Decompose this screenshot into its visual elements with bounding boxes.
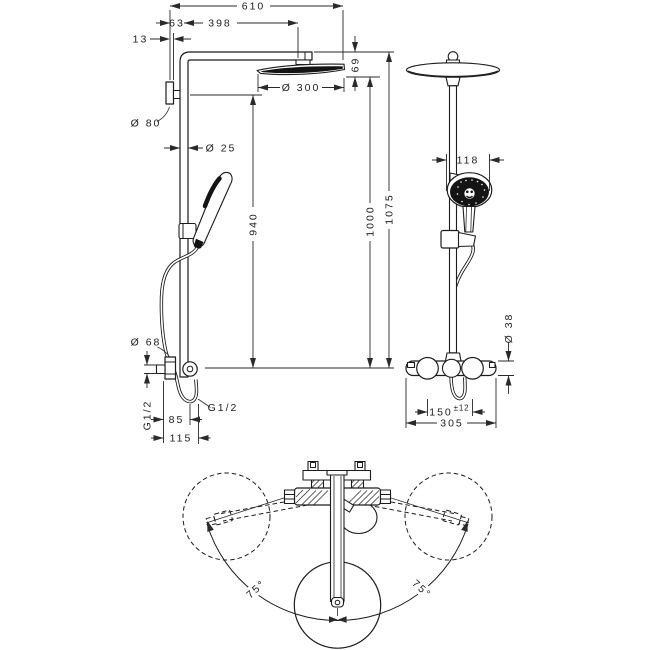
dim-angle-left: 75° [241, 574, 271, 604]
front-view: 118 Ø 38 150 ±12 305 [405, 51, 515, 430]
top-view: 75° 75° [182, 460, 493, 649]
dim-80-label: Ø 80 [131, 118, 162, 130]
dim-305-label: 305 [440, 418, 464, 430]
dim-63-label: 63 [169, 18, 185, 30]
dim-25-label: Ø 25 [206, 143, 237, 155]
arm-end-joint-top [330, 596, 345, 608]
thermostat-front [405, 352, 497, 380]
dim-38-label: Ø 38 [503, 313, 515, 344]
dim-25: Ø 25 [164, 143, 237, 155]
hand-shower-front [446, 172, 493, 233]
dim-g12-outlet-label: G1/2 [208, 402, 239, 414]
swivel-circle-right [404, 472, 493, 561]
riser-pipe-and-arm [179, 51, 313, 378]
dim-150-label: 150 [429, 407, 453, 419]
dim-1075: 1075 [205, 52, 396, 369]
wall-mount-top [283, 460, 392, 608]
dim-68: Ø 68 [131, 337, 170, 358]
shower-arm-top [329, 474, 345, 603]
dim-398-label: 398 [208, 18, 232, 30]
slider-holder-front [440, 229, 477, 249]
dim-38: Ø 38 [498, 313, 515, 394]
dim-80: Ø 80 [131, 106, 170, 130]
dim-940-label: 940 [248, 212, 260, 236]
dim-68-label: Ø 68 [131, 337, 162, 349]
hand-shower-holder [178, 222, 197, 240]
dim-85: 85 [151, 381, 202, 443]
dim-610: 610 [169, 0, 345, 92]
wall-bracket [165, 81, 182, 105]
swivel-circle-left [182, 472, 271, 561]
dim-150: 150 ±12 [415, 399, 485, 419]
side-view: 610 63 398 13 Ø 300 Ø 80 [131, 0, 396, 445]
hand-shower-handle [462, 205, 476, 233]
dim-1000: 1000 [364, 77, 377, 368]
ball-joint [445, 76, 461, 87]
dim-118: 118 [432, 154, 504, 191]
overhead-shower-front [405, 51, 501, 87]
riser-pipe-front [448, 85, 458, 354]
spray-dots [456, 179, 486, 206]
dim-118-label: 118 [457, 155, 480, 167]
dim-610-label: 610 [242, 1, 266, 13]
dim-150-tolerance-label: ±12 [454, 404, 470, 413]
dim-305: 305 [405, 378, 497, 430]
zero-position-marker [329, 616, 347, 623]
dim-115: 115 [151, 404, 211, 445]
hand-shower-side [192, 171, 233, 249]
dim-69: 69 [314, 36, 394, 91]
dim-940: 940 [190, 94, 262, 368]
dim-300: Ø 300 [258, 82, 344, 94]
thermostat-side [155, 356, 198, 380]
dim-398: 398 [184, 17, 298, 30]
dim-63: 63 [156, 18, 194, 30]
overhead-shower-side [256, 63, 346, 76]
dim-g12-outlet: G1/2 [197, 398, 239, 414]
dim-g12-inlet: G1/2 [142, 351, 157, 430]
dim-1000-label: 1000 [365, 205, 377, 236]
dim-g12-inlet-label: G1/2 [142, 400, 154, 431]
volume-knob [461, 356, 484, 380]
dim-1075-label: 1075 [384, 193, 396, 224]
dim-13: 13 [133, 34, 191, 46]
temperature-knob [416, 356, 439, 380]
swivel-arc [206, 520, 469, 623]
dim-300-label: Ø 300 [282, 82, 321, 94]
dim-69-label: 69 [350, 57, 362, 73]
dim-13-label: 13 [133, 34, 149, 46]
dim-115-label: 115 [170, 433, 193, 445]
dim-85-label: 85 [169, 414, 185, 426]
